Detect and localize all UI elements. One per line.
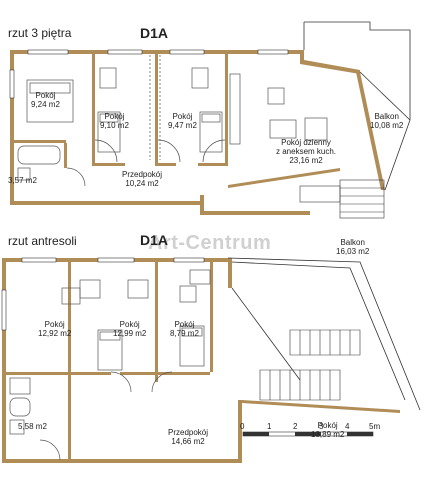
bottom-stair: [259, 329, 361, 401]
room-label-bottom-bathroom: 5,58 m2: [18, 422, 47, 431]
top-plan-windows: [9, 49, 289, 99]
room-label-top-hallway: Przedpokój 10,24 m2: [122, 170, 162, 188]
room-label-bottom-balcony: Balkon 16,03 m2: [336, 238, 369, 256]
top-plan-furniture: [17, 55, 341, 203]
room-area: 16,03 m2: [336, 247, 370, 256]
scale-bar: [242, 431, 374, 437]
room-label-bottom-hallway: Przedpokój 14,66 m2: [168, 428, 208, 446]
room-name: Balkon: [374, 112, 399, 121]
room-label-top-balcony: Balkon 10,08 m2: [370, 112, 403, 130]
room-subname: z aneksem kuch.: [276, 147, 337, 156]
room-name: Pokój: [35, 91, 56, 100]
room-area: 13,89 m2: [311, 430, 345, 439]
bottom-plan-windows: [1, 257, 205, 331]
room-label-top-bedroom-2: Pokój 9,10 m2: [100, 112, 129, 130]
scale-tick-4: 4: [345, 422, 350, 431]
room-label-top-bedroom-3: Pokój 9,47 m2: [168, 112, 197, 130]
bottom-unit-label: D1A: [140, 232, 169, 248]
room-name: Pokój: [104, 112, 125, 121]
scale-tick-0: 0: [240, 422, 245, 431]
room-name: Pokój: [119, 320, 140, 329]
top-floor-label: rzut 3 piętra: [8, 26, 72, 40]
top-stair: [339, 179, 385, 219]
top-balcony-outline: [303, 21, 411, 191]
room-label-bottom-bedroom-2: Pokój 12,99 m2: [113, 320, 146, 338]
room-name: Przedpokój: [168, 428, 209, 437]
bottom-floor-label: rzut antresoli: [8, 234, 77, 248]
room-area: 10,24 m2: [125, 179, 159, 188]
scale-tick-2: 2: [293, 422, 298, 431]
room-area: 5,58 m2: [18, 422, 47, 431]
room-area: 12,99 m2: [113, 329, 147, 338]
scale-tick-3: 3: [319, 422, 324, 431]
room-name: Przedpokój: [122, 170, 163, 179]
room-area: 9,47 m2: [168, 121, 197, 130]
scale-tick-5m: 5m: [369, 422, 381, 431]
room-area: 14,66 m2: [171, 437, 205, 446]
bottom-plan-furniture: [9, 269, 211, 461]
top-plan-walls: [10, 50, 385, 215]
room-area: 10,08 m2: [370, 121, 404, 130]
room-name: Pokój: [174, 320, 195, 329]
room-name: Balkon: [340, 238, 365, 247]
room-name: Pokój: [44, 320, 65, 329]
top-unit-label: D1A: [140, 25, 169, 41]
room-name: Pokój: [317, 421, 338, 430]
room-name: Pokój: [172, 112, 193, 121]
room-area: 9,24 m2: [31, 100, 60, 109]
room-label-top-bathroom: 3,57 m2: [8, 176, 37, 185]
room-label-bottom-bedroom-1: Pokój 12,92 m2: [38, 320, 71, 338]
room-area: 12,92 m2: [38, 329, 72, 338]
room-label-bottom-bedroom-3: Pokój 8,79 m2: [170, 320, 199, 338]
scale-tick-1: 1: [267, 422, 272, 431]
room-name: Pokój dzienny: [281, 138, 331, 147]
room-area: 8,79 m2: [170, 329, 199, 338]
room-label-bottom-loft-room: Pokój 13,89 m2: [311, 421, 344, 439]
bottom-balcony-outline: [227, 257, 421, 411]
watermark: Art-Centrum: [148, 232, 272, 254]
room-area: 23,16 m2: [289, 156, 323, 165]
room-area: 9,10 m2: [100, 121, 129, 130]
room-area: 3,57 m2: [8, 176, 37, 185]
room-label-top-living-room: Pokój dzienny z aneksem kuch. 23,16 m2: [276, 138, 336, 165]
room-label-top-bedroom-1: Pokój 9,24 m2: [31, 91, 60, 109]
